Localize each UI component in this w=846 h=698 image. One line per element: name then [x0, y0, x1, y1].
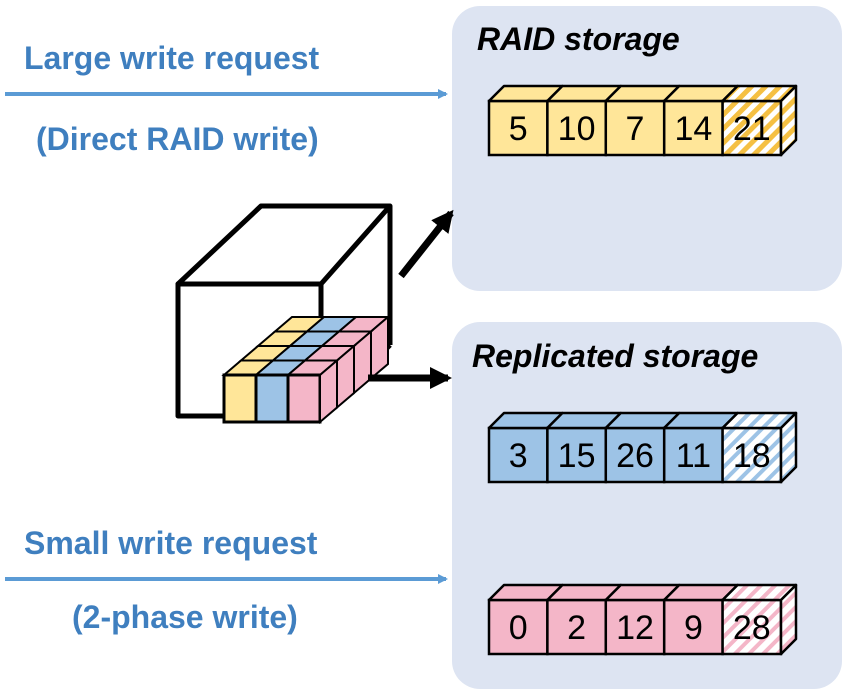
block-value: 5 — [509, 110, 528, 148]
stripe-side-face — [779, 411, 798, 484]
block-value: 21 — [733, 110, 771, 148]
block-value: 26 — [616, 437, 654, 475]
data-block: 11 — [662, 411, 739, 484]
data-block: 10 — [546, 84, 623, 157]
stripes: 5 10 7 14 21 3 15 26 11 18 0 2 12 9 28 — [487, 84, 798, 656]
block-value: 3 — [509, 437, 528, 475]
large-write-label: Large write request — [24, 40, 320, 76]
small-write-sublabel: (2-phase write) — [72, 599, 298, 635]
replicated-stripe-blue: 3 15 26 11 18 — [487, 411, 798, 484]
block-value: 14 — [674, 110, 712, 148]
data-block: 12 — [604, 583, 681, 656]
cube-cell-front — [286, 373, 322, 424]
data-block: 3 — [487, 411, 564, 484]
block-value: 18 — [733, 437, 771, 475]
large-write-sublabel: (Direct RAID write) — [36, 121, 319, 157]
small-write-label: Small write request — [24, 525, 318, 561]
block-value: 15 — [558, 437, 596, 475]
cube-cell-front — [254, 373, 290, 424]
stripe-side-face — [779, 84, 798, 157]
data-block: 0 — [487, 583, 564, 656]
data-block: 26 — [604, 411, 681, 484]
data-block: 14 — [662, 84, 739, 157]
block-value: 7 — [626, 110, 645, 148]
block-value: 10 — [558, 110, 596, 148]
parity-block: 28 — [721, 583, 798, 656]
stripe-side-face — [779, 583, 798, 656]
block-value: 0 — [509, 609, 528, 647]
block-value: 2 — [567, 609, 586, 647]
data-block: 9 — [662, 583, 739, 656]
data-block: 15 — [546, 411, 623, 484]
data-block: 5 — [487, 84, 564, 157]
replicated-panel-title: Replicated storage — [472, 338, 759, 374]
cube-cell-side — [319, 358, 338, 425]
block-value: 12 — [616, 609, 654, 647]
block-value: 9 — [684, 609, 703, 647]
cube-cell-front — [222, 373, 258, 424]
to-raid-arrow — [398, 209, 454, 279]
cube-grid — [221, 314, 391, 425]
block-value: 11 — [676, 437, 711, 475]
block-value: 28 — [733, 609, 771, 647]
parity-block: 18 — [721, 411, 798, 484]
replicated-stripe-pink: 0 2 12 9 28 — [487, 583, 798, 656]
raid-panel-title: RAID storage — [477, 21, 680, 57]
raid-stripe: 5 10 7 14 21 — [487, 84, 798, 157]
